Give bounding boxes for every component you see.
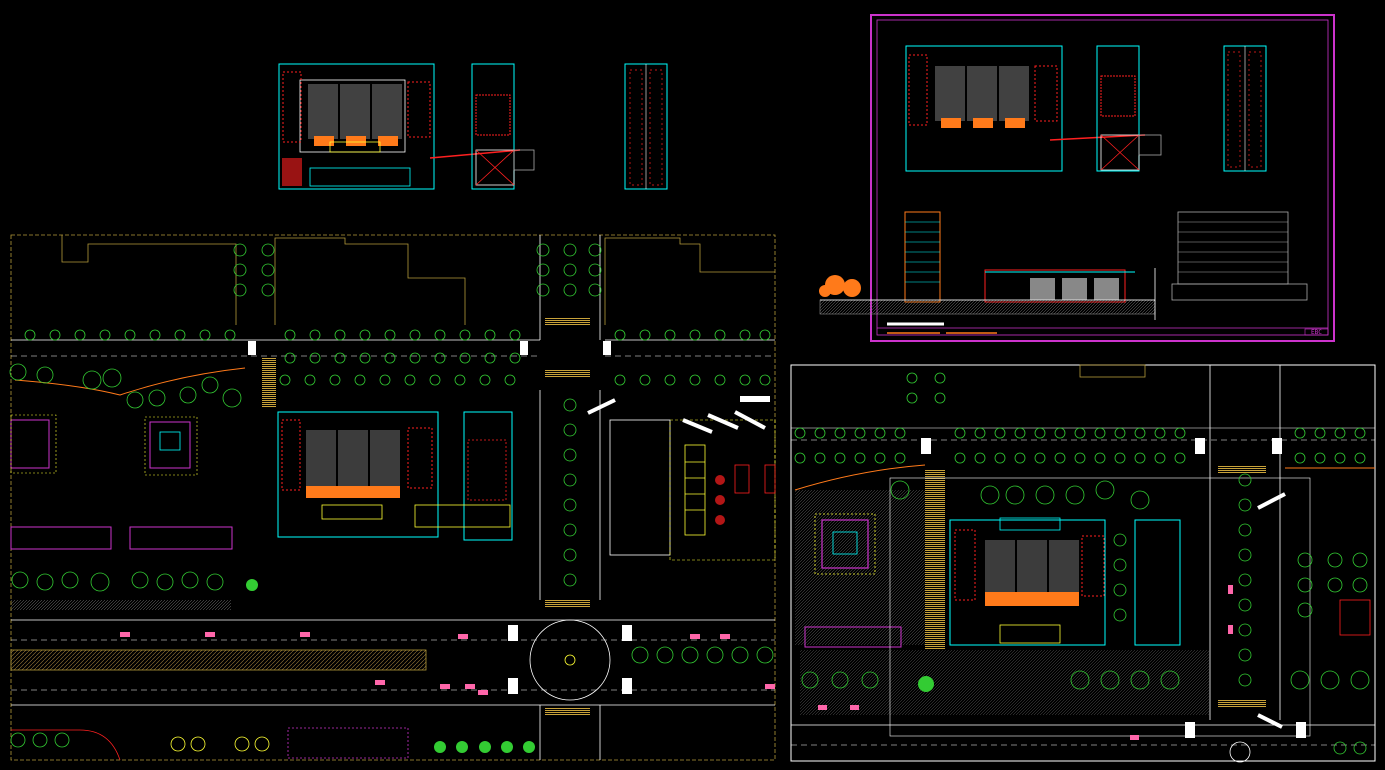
sheet-label: EBC: [1311, 329, 1322, 336]
site-plan-detail: [790, 364, 1376, 763]
top-floor-plans: [278, 63, 668, 190]
tree-rows: [9, 243, 774, 748]
site-plan-left: [9, 234, 776, 761]
floor-plan-main: [278, 63, 535, 190]
sheet-frame: [819, 14, 1335, 342]
floor-plan-tower: [624, 63, 668, 190]
site-main-building: [277, 411, 513, 541]
side-elevation: [1171, 211, 1308, 301]
elevation-view: [819, 211, 1156, 320]
